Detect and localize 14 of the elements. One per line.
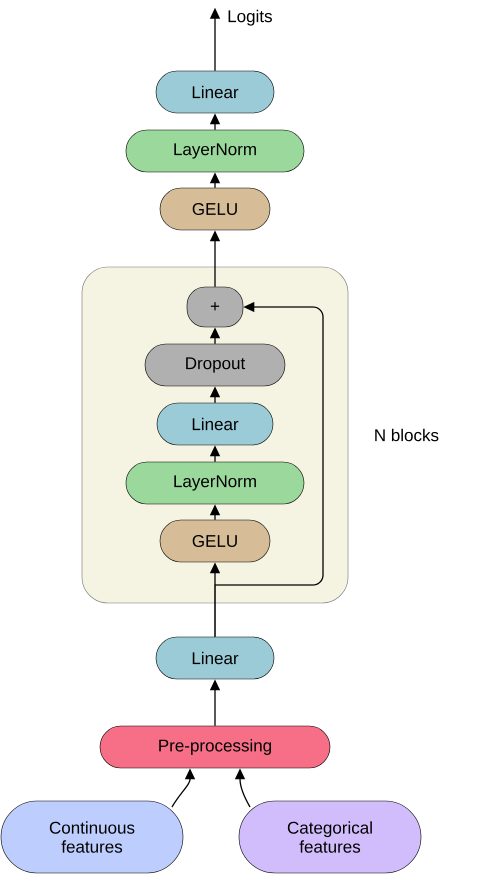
edge-label: Logits (228, 10, 272, 26)
process-box: GELU (160, 520, 270, 562)
process-box: LayerNorm (126, 130, 304, 172)
process-box: LayerNorm (126, 462, 304, 504)
process-box: Dropout (144, 344, 286, 386)
process-box: Continuous features (0, 800, 184, 874)
process-box: Categorical features (238, 800, 422, 874)
process-box: Linear (156, 402, 274, 446)
process-box: + (186, 286, 244, 328)
side-label: N blocks (375, 428, 438, 442)
process-box: Pre-processing (100, 726, 330, 768)
process-box: GELU (160, 188, 270, 230)
process-box: Linear (156, 636, 274, 680)
process-box: Linear (156, 70, 274, 114)
